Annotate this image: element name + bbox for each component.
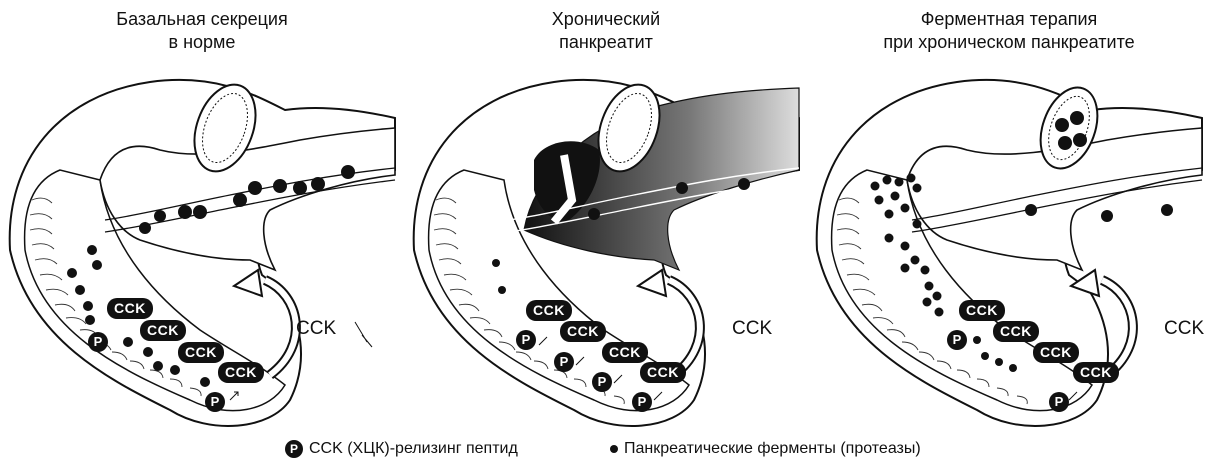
legend-peptide: P CCK (ХЦК)-релизинг пептид (285, 440, 518, 458)
cck-tag: CCK (993, 321, 1039, 342)
p-badge: P (632, 392, 652, 412)
p-badge: P (592, 372, 612, 392)
p-badge: P (516, 330, 536, 350)
enzyme-dot-icon (610, 445, 618, 453)
cck-tag: CCK (107, 298, 153, 319)
panel-chronic: Хронический панкреатит (404, 0, 808, 432)
p-badge: P (88, 332, 108, 352)
p-badge: P (947, 330, 967, 350)
cck-tag: CCK (560, 321, 606, 342)
cck-tag: CCK (1033, 342, 1079, 363)
legend-peptide-label: CCK (ХЦК)-релизинг пептид (309, 440, 518, 458)
cck-tag: CCK (640, 362, 686, 383)
legend: P CCK (ХЦК)-релизинг пептид Панкреатичес… (0, 440, 1211, 466)
cck-tag: CCK (178, 342, 224, 363)
p-badge: P (205, 392, 225, 412)
cck-tag: CCK (602, 342, 648, 363)
cck-tag: CCK (526, 300, 572, 321)
p-badge: P (554, 352, 574, 372)
cck-label: CCK (1164, 318, 1204, 340)
p-badge: P (1049, 392, 1069, 412)
cck-label: CCK (732, 318, 772, 340)
cck-tag: CCK (218, 362, 264, 383)
pancreas-illustration (404, 0, 808, 432)
legend-enzymes-label: Панкреатические ферменты (протеазы) (624, 440, 921, 458)
pancreas-illustration (807, 0, 1211, 432)
pancreas-illustration (0, 0, 404, 432)
cck-tag: CCK (140, 320, 186, 341)
legend-enzymes: Панкреатические ферменты (протеазы) (610, 440, 921, 458)
cck-label: CCK (296, 318, 336, 340)
cck-tag: CCK (959, 300, 1005, 321)
cck-tag: CCK (1073, 362, 1119, 383)
panel-therapy: Ферментная терапия при хроническом панкр… (807, 0, 1211, 432)
panel-normal: Базальная секреция в норме (0, 0, 404, 432)
p-badge-icon: P (285, 440, 303, 458)
